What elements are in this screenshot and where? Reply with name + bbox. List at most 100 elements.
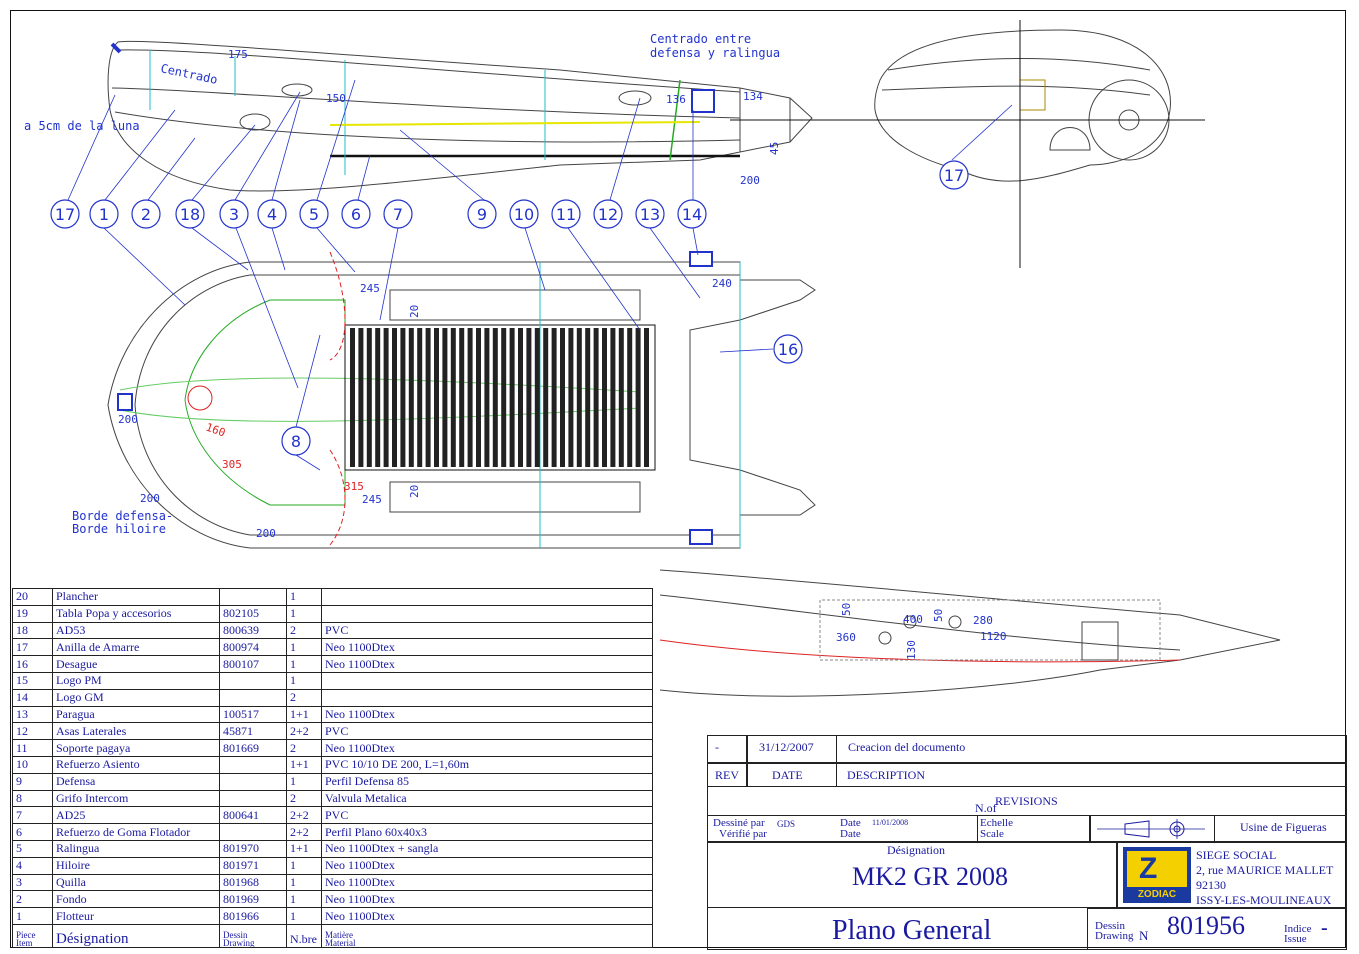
dim-400: 400: [903, 613, 923, 626]
note-borde-defensa: Borde defensa-: [72, 509, 173, 523]
indice-label: Indice: [1284, 923, 1312, 935]
usine-label: Usine de Figueras: [1240, 820, 1327, 834]
part-number: 9: [12, 772, 53, 791]
balloon-1: 1: [99, 205, 109, 224]
part-qty: 2+2: [286, 806, 322, 825]
part-material: [321, 671, 653, 690]
part-name: Plancher: [52, 588, 220, 606]
floor-slat: [400, 328, 406, 467]
floor-slat: [627, 328, 633, 467]
part-qty: 1+1: [286, 755, 322, 774]
part-number: 19: [12, 604, 53, 623]
header-drawing: Drawing: [223, 937, 255, 948]
part-material: Neo 1100Dtex: [321, 739, 653, 757]
balloon-14: 14: [682, 205, 702, 224]
part-qty: 1: [286, 671, 322, 690]
part-material: PVC: [321, 621, 653, 640]
dim-150: 150: [326, 92, 346, 105]
part-number: 13: [12, 705, 53, 724]
dessin-label: Dessin: [1095, 920, 1125, 932]
part-name: Quilla: [52, 873, 220, 892]
nof-label: N.of: [975, 801, 997, 815]
balloon-17-front: 17: [944, 166, 964, 185]
balloon-6: 6: [351, 205, 361, 224]
floor-slat: [417, 328, 423, 467]
header-material: Material: [325, 937, 356, 948]
floor-slat: [408, 328, 414, 467]
part-qty: 1: [286, 907, 322, 925]
balloon-13: 13: [640, 205, 660, 224]
part-material: Neo 1100Dtex: [321, 705, 653, 724]
part-name: Fondo: [52, 890, 220, 909]
part-name: AD53: [52, 621, 220, 640]
part-ref: [219, 671, 287, 690]
floor-slat: [476, 328, 481, 467]
floor-slat: [450, 328, 456, 467]
dim-200-left: 200: [140, 492, 160, 505]
part-qty: 2: [286, 688, 322, 707]
balloon-3: 3: [229, 205, 239, 224]
part-qty: 1+1: [286, 839, 322, 858]
header-item: Item: [16, 937, 33, 948]
bottom-view: [659, 569, 1281, 697]
floor-slat: [593, 328, 599, 467]
dim-1120: 1120: [980, 630, 1007, 643]
floor-slat: [425, 328, 431, 467]
revisions-label: REVISIONS: [995, 794, 1058, 808]
floor-slat: [459, 328, 465, 467]
logo-text: ZODIAC: [1137, 889, 1177, 900]
plan-title: Plano General: [832, 915, 992, 946]
floor-slat: [618, 328, 624, 467]
dim-136: 136: [666, 93, 686, 106]
part-number: 1: [12, 907, 53, 925]
part-number: 4: [12, 856, 53, 875]
balloon-10: 10: [514, 205, 534, 224]
floor-slat: [526, 328, 532, 467]
part-number: 14: [12, 688, 53, 707]
part-material: PVC: [321, 722, 653, 741]
dim-305: 305: [222, 458, 242, 471]
floor-slat: [392, 328, 397, 467]
part-qty: 1: [286, 588, 322, 606]
n-label: N: [1139, 928, 1149, 943]
dim-130: 130: [905, 640, 918, 660]
part-qty: 1: [286, 890, 322, 909]
part-name: Anilla de Amarre: [52, 638, 220, 657]
part-name: Refuerzo de Goma Flotador: [52, 823, 220, 841]
part-qty: 1: [286, 655, 322, 673]
part-ref: [219, 772, 287, 791]
part-material: [321, 604, 653, 623]
address-line-2: 92130: [1196, 878, 1226, 892]
dim-200-lower: 200: [256, 527, 276, 540]
dim-20-bottom: 20: [408, 485, 421, 498]
part-material: PVC 10/10 DE 200, L=1,60m: [321, 755, 653, 774]
rev-description: Creacion del documento: [848, 740, 966, 754]
model-name: MK2 GR 2008: [852, 862, 1009, 891]
floor-slat: [534, 328, 540, 467]
balloon-9: 9: [477, 205, 487, 224]
part-ref: 801971: [219, 856, 287, 875]
note-centrado-entre: Centrado entre: [650, 32, 751, 46]
part-qty: 1: [286, 873, 322, 892]
part-number: 3: [12, 873, 53, 892]
floor-slat: [576, 328, 582, 467]
dim-134: 134: [743, 90, 763, 103]
zodiac-logo: Z ZODIAC: [1123, 847, 1191, 903]
part-ref: 802105: [219, 604, 287, 623]
part-ref: [219, 755, 287, 774]
part-name: Tabla Popa y accesorios: [52, 604, 220, 623]
floor-slat: [501, 328, 507, 467]
part-material: PVC: [321, 806, 653, 825]
part-number: 17: [12, 638, 53, 657]
part-qty: 2: [286, 739, 322, 757]
part-name: Asas Laterales: [52, 722, 220, 741]
part-number: 15: [12, 671, 53, 690]
drawing-label: Drawing: [1095, 930, 1134, 942]
floor-slat: [602, 328, 607, 467]
floor-slat: [492, 328, 498, 467]
